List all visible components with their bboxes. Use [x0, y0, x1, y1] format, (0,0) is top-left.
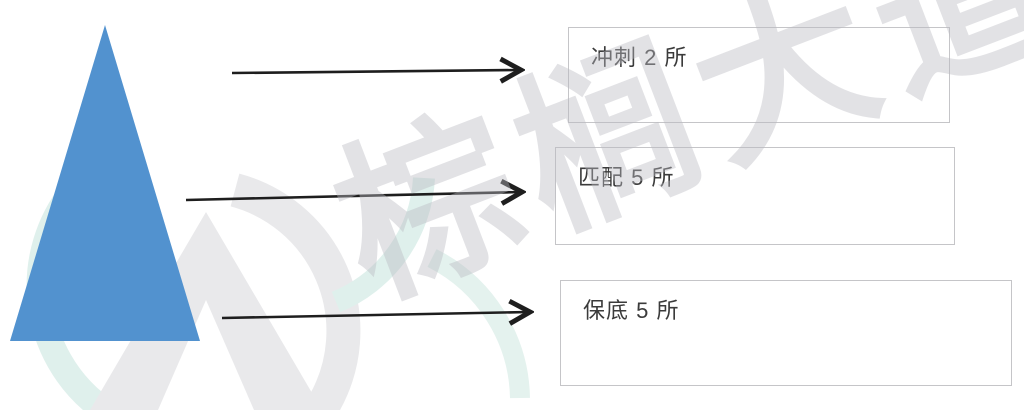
pyramid-triangle — [10, 25, 200, 341]
tier-box-sprint: 冲刺 2 所 — [568, 27, 950, 123]
arrow-sprint — [231, 70, 519, 73]
tier-label-safety: 保底 5 所 — [583, 298, 680, 323]
arrow-match — [185, 192, 520, 200]
tier-box-safety: 保底 5 所 — [560, 280, 1012, 386]
arrow-safety — [221, 312, 528, 318]
tier-label-sprint: 冲刺 2 所 — [591, 45, 688, 70]
tier-box-match: 匹配 5 所 — [555, 147, 955, 245]
tier-label-match: 匹配 5 所 — [578, 165, 675, 190]
